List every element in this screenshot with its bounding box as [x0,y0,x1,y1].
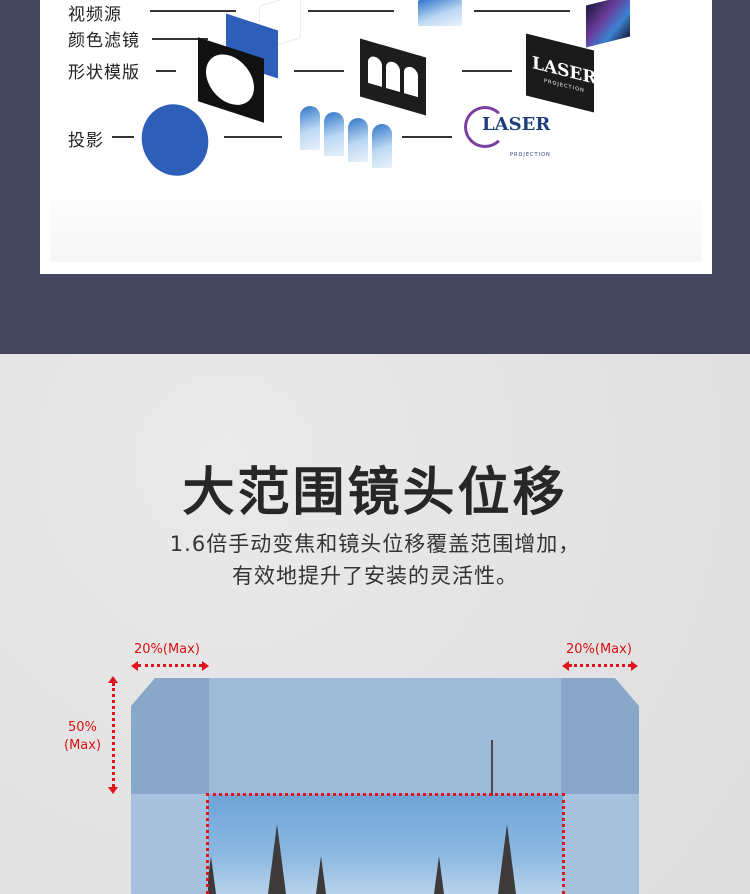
castle-spire [316,856,326,894]
dotted-measure-line [569,664,631,667]
label-projection: 投影 [68,131,104,151]
castle-photo [208,795,563,894]
dotted-measure-line [138,664,202,667]
shift-range-left [131,794,208,894]
castle-spire [434,856,444,894]
label-shape-template: 形状模版 [68,63,140,83]
connector-line [112,136,134,138]
laser-logo-ring-icon [464,106,506,148]
dotted-measure-line [112,683,115,787]
connector-line [474,10,570,12]
castle-spire [268,824,286,894]
sky-image-icon [418,0,462,26]
blue-projection-ellipse [132,95,218,185]
section-description-line2: 有效地提升了安装的灵活性。 [232,564,518,588]
connector-line [150,10,236,12]
vertical-shift-max: (Max) [64,738,102,753]
top-band: 视频源 颜色滤镜 形状模版 LA [0,0,750,354]
arrow-left-icon [131,661,138,671]
castle-spire [208,856,216,894]
shift-range-right [563,794,639,894]
laser-logo-card: LASER PROJECTION [526,33,597,113]
laser-projection-text: LASER [482,114,551,135]
sky-arch-window [300,106,320,150]
arch-window-mask [360,38,426,116]
connector-line [152,38,208,40]
arch-window [368,54,382,87]
projection-diagram-card: 视频源 颜色滤镜 形状模版 LA [40,0,712,274]
section-title: 大范围镜头位移 [182,463,568,523]
projected-image-boundary [206,793,565,894]
left-shift-label: 20%(Max) [134,642,200,657]
arrow-up-icon [108,676,118,683]
lens-shift-section: 大范围镜头位移 1.6倍手动变焦和镜头位移覆盖范围增加， 有效地提升了安装的灵活… [0,354,750,894]
label-color-filter: 颜色滤镜 [68,31,140,51]
connector-line [462,70,512,72]
connector-line [308,10,394,12]
connector-line [402,136,452,138]
laser-projection-sub: PROJECTION [510,152,551,158]
arch-window [404,65,418,98]
color-light-icon [586,0,630,48]
arrow-down-icon [108,787,118,794]
sky-arch-window [372,124,392,168]
vertical-shift-pct: 50% [68,720,97,735]
section-description-line1: 1.6倍手动变焦和镜头位移覆盖范围增加， [169,532,581,556]
castle-spire [498,824,516,894]
label-video-source: 视频源 [68,5,122,25]
arrow-left-icon [562,661,569,671]
arch-window [386,59,400,93]
castle-spire-needle [491,740,493,796]
shift-range-upper [209,678,561,794]
right-shift-label: 20%(Max) [566,642,632,657]
connector-line [294,70,344,72]
arrow-right-icon [202,661,209,671]
sky-arch-window [324,112,344,156]
ellipse-cutout [206,47,254,112]
connector-line [224,136,282,138]
arrow-right-icon [631,661,638,671]
diagram-area: 视频源 颜色滤镜 形状模版 LA [50,0,702,262]
connector-line [156,70,176,72]
sky-arch-window [348,118,368,162]
